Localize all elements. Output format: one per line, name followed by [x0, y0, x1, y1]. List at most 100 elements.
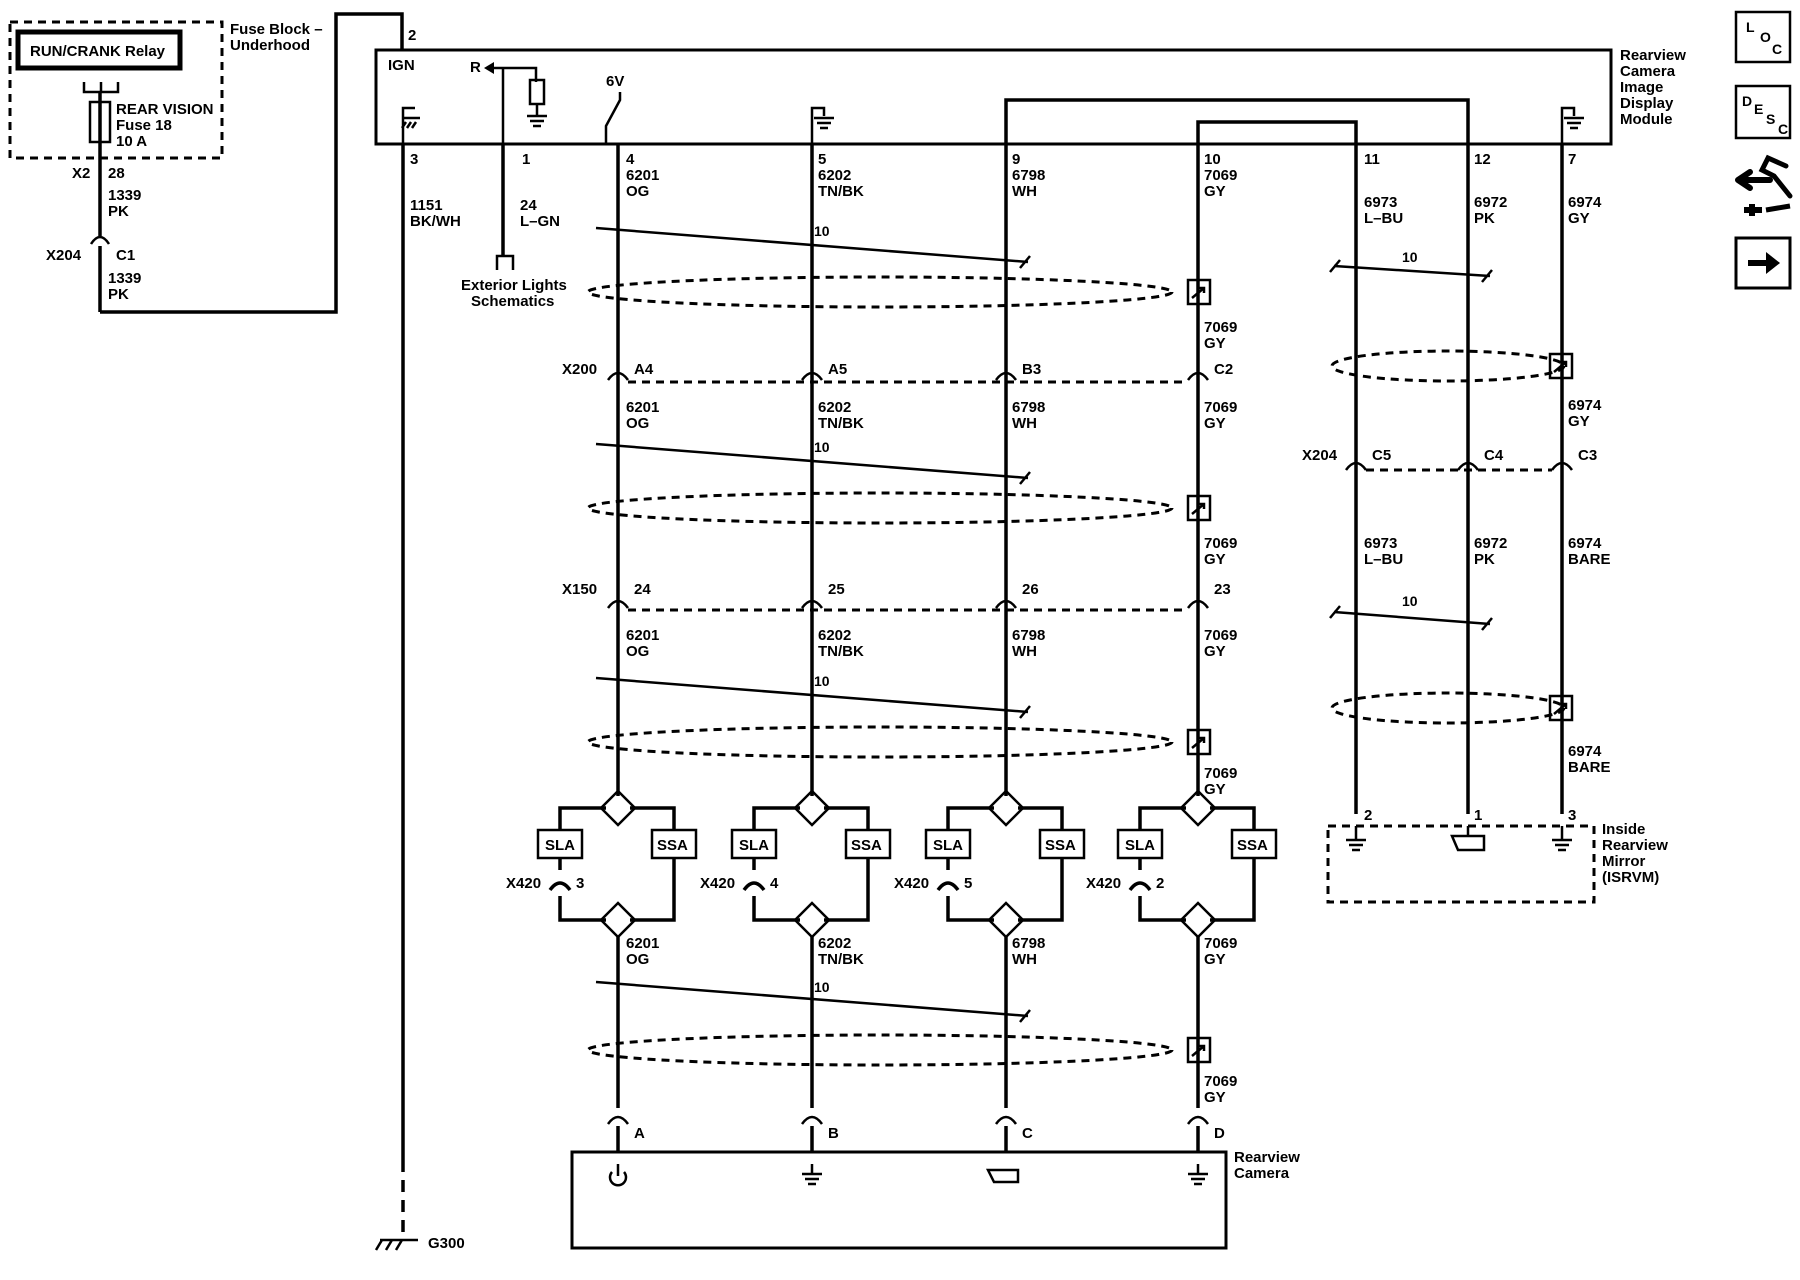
camera-display-module: Rearview Camera Image Display Module IGN…: [374, 47, 1686, 146]
connector-view-icon[interactable]: [1735, 154, 1793, 216]
svg-text:X150: X150: [562, 581, 597, 598]
svg-text:(ISRVM): (ISRVM): [1602, 869, 1659, 886]
svg-text:BK/WH: BK/WH: [410, 213, 461, 230]
svg-text:B3: B3: [1022, 361, 1041, 378]
svg-text:GY: GY: [1568, 413, 1590, 430]
splice-pack-1: SLA SSA X420 3: [506, 789, 698, 939]
svg-text:12: 12: [1474, 151, 1491, 168]
svg-text:GY: GY: [1204, 415, 1226, 432]
svg-text:D: D: [1214, 1125, 1225, 1142]
relay-label: RUN/CRANK Relay: [30, 43, 166, 60]
svg-text:GY: GY: [1568, 210, 1590, 227]
x2-connector-label: X2: [72, 165, 90, 182]
svg-text:L–BU: L–BU: [1364, 551, 1403, 568]
svg-text:7069: 7069: [1204, 935, 1237, 952]
svg-text:6201: 6201: [626, 167, 659, 184]
camera-ground-icon-d: [1188, 1164, 1208, 1186]
svg-text:23: 23: [1214, 581, 1231, 598]
wire-1339: X2 28 1339 PK X204 C1 1339 PK 2: [46, 12, 416, 314]
wire-labels-seg3: 6201 OG 6202 TN/BK 6798 WH 7069 GY: [626, 627, 1237, 660]
wire-1339-color-2: PK: [108, 286, 129, 303]
nav-loc-button[interactable]: L O C: [1734, 10, 1792, 64]
svg-text:O: O: [1760, 29, 1771, 45]
module-ground-icon-2: [810, 106, 834, 144]
connector-x200: X200 A4 A5 B3 C2: [562, 361, 1233, 384]
x2-pin-label: 28: [108, 165, 125, 182]
wire-labels-seg2: 6201 OG 6202 TN/BK 6798 WH 7069 GY: [626, 399, 1237, 432]
svg-text:SSA: SSA: [851, 837, 882, 854]
svg-text:X200: X200: [562, 361, 597, 378]
connector-x150: X150 24 25 26 23: [562, 581, 1231, 612]
svg-text:6202: 6202: [818, 935, 851, 952]
svg-text:SLA: SLA: [739, 837, 769, 854]
wire-1339-color: PK: [108, 203, 129, 220]
svg-text:6798: 6798: [1012, 167, 1045, 184]
fuse-block-title-2: Underhood: [230, 37, 310, 54]
svg-text:24: 24: [634, 581, 651, 598]
svg-text:A5: A5: [828, 361, 847, 378]
svg-text:S: S: [1766, 111, 1775, 127]
svg-text:L–GN: L–GN: [520, 213, 560, 230]
svg-text:GY: GY: [1204, 781, 1226, 798]
svg-text:L–BU: L–BU: [1364, 210, 1403, 227]
svg-text:6201: 6201: [626, 935, 659, 952]
svg-text:10: 10: [1402, 593, 1418, 609]
svg-text:GY: GY: [1204, 1089, 1226, 1106]
nav-desc-button[interactable]: D E S C: [1734, 84, 1792, 140]
svg-text:SSA: SSA: [1237, 837, 1268, 854]
svg-text:1: 1: [1474, 807, 1482, 824]
next-arrow-button[interactable]: [1734, 236, 1792, 290]
svg-text:7069: 7069: [1204, 765, 1237, 782]
svg-text:PK: PK: [1474, 210, 1495, 227]
svg-text:10: 10: [1204, 151, 1221, 168]
svg-text:SSA: SSA: [657, 837, 688, 854]
wire-24: 24 L–GN Exterior Lights Schematics: [461, 144, 567, 310]
svg-text:WH: WH: [1012, 415, 1037, 432]
svg-text:GY: GY: [1204, 951, 1226, 968]
twisted-shield-r1: 10 6974 GY: [1329, 249, 1602, 430]
module-name-3: Image: [1620, 79, 1663, 96]
svg-text:X420: X420: [506, 875, 541, 892]
twisted-shield-4: 10 7069 GY: [586, 979, 1237, 1106]
connector-x204-right: X204 C5 C4 C3 6973 L–BU 6972 PK 6974 BAR…: [1302, 447, 1611, 568]
svg-text:7069: 7069: [1204, 1073, 1237, 1090]
fuse-block-title-1: Fuse Block –: [230, 21, 323, 38]
fuse-out-pin: 2: [408, 27, 416, 44]
wire-1339-number: 1339: [108, 187, 141, 204]
svg-text:C2: C2: [1214, 361, 1233, 378]
mirror-outline: [1326, 824, 1596, 904]
twisted-shield-3: 10 7069 GY: [586, 673, 1237, 798]
chassis-ground-icon: [400, 106, 420, 144]
v6-label: 6V: [606, 73, 624, 90]
svg-text:2: 2: [1156, 875, 1164, 892]
module-name-1: Rearview: [1620, 47, 1686, 64]
svg-text:A4: A4: [634, 361, 654, 378]
svg-text:6202: 6202: [818, 627, 851, 644]
x204-left-label: X204: [46, 247, 82, 264]
power-icon: [608, 1164, 628, 1187]
module-name-2: Camera: [1620, 63, 1676, 80]
module-name-4: Display: [1620, 95, 1674, 112]
svg-text:7069: 7069: [1204, 167, 1237, 184]
svg-text:6201: 6201: [626, 627, 659, 644]
svg-text:OG: OG: [626, 183, 649, 200]
svg-text:GY: GY: [1204, 335, 1226, 352]
svg-text:OG: OG: [626, 643, 649, 660]
svg-text:SSA: SSA: [1045, 837, 1076, 854]
svg-text:SLA: SLA: [545, 837, 575, 854]
camera-ground-icon-b: [802, 1164, 822, 1186]
svg-text:WH: WH: [1012, 951, 1037, 968]
svg-text:4: 4: [626, 151, 635, 168]
svg-text:C4: C4: [1484, 447, 1504, 464]
svg-text:7: 7: [1568, 151, 1576, 168]
resistor-icon: [528, 78, 546, 106]
switch-icon: [604, 92, 622, 144]
svg-text:TN/BK: TN/BK: [818, 951, 864, 968]
svg-text:BARE: BARE: [1568, 551, 1611, 568]
svg-text:6974: 6974: [1568, 535, 1602, 552]
svg-text:6973: 6973: [1364, 194, 1397, 211]
twisted-shield-2: 10 7069 GY: [586, 439, 1237, 568]
shield-drain-icon: [1186, 278, 1212, 306]
module-pins: 3 1 4 5 9 10 11 12 7: [410, 151, 1576, 168]
